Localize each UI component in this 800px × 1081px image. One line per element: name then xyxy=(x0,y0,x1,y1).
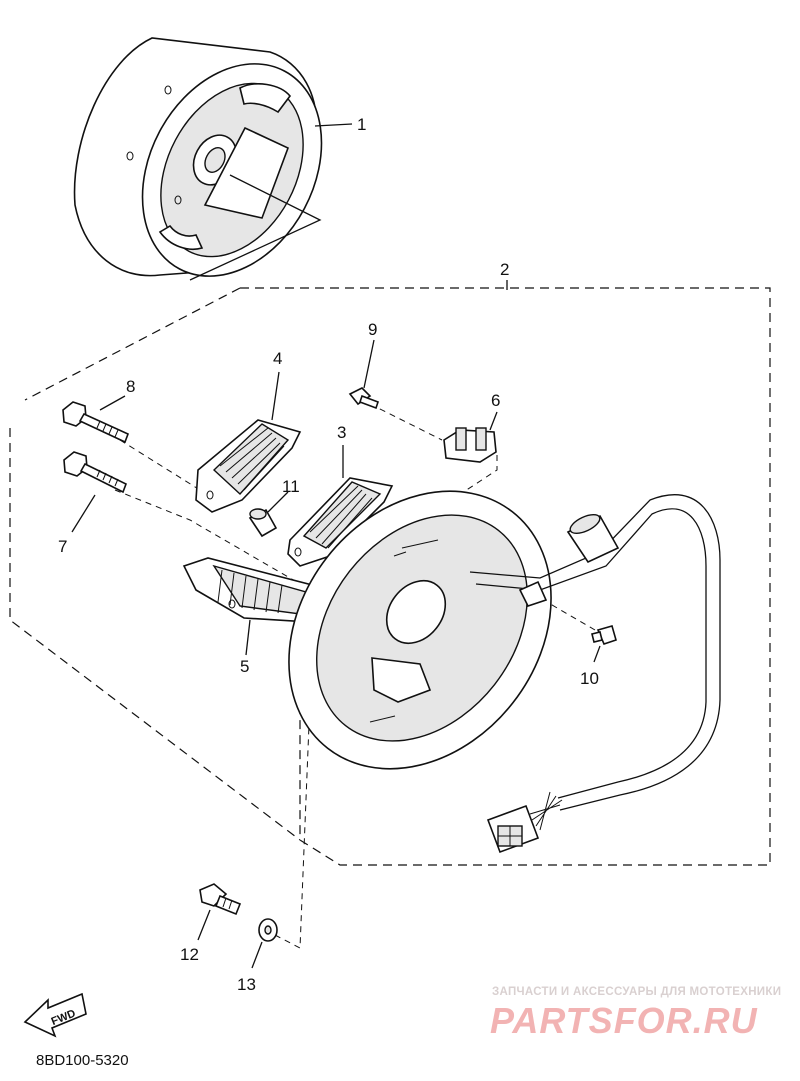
wire-harness xyxy=(469,494,721,854)
callout-4: 4 xyxy=(273,349,282,368)
washer-13 xyxy=(258,918,278,942)
screw-10 xyxy=(591,625,617,645)
callout-5: 5 xyxy=(240,657,249,676)
bolt-12 xyxy=(199,883,242,916)
fwd-arrow-icon: FWD xyxy=(23,992,87,1038)
assembly-boundary xyxy=(9,287,771,866)
bolt-7 xyxy=(63,451,128,494)
watermark-brand[interactable]: PARTSFOR.RU xyxy=(490,1000,758,1041)
bolt-8 xyxy=(62,401,130,444)
callout-6: 6 xyxy=(491,391,500,410)
document-code: 8BD100-5320 xyxy=(36,1052,129,1069)
callout-8: 8 xyxy=(126,377,135,396)
callout-13: 13 xyxy=(237,975,256,994)
coil-3 xyxy=(287,477,394,567)
callout-7: 7 xyxy=(58,537,67,556)
callout-9: 9 xyxy=(368,320,377,339)
collar-11 xyxy=(248,508,278,538)
pickup-coil-5 xyxy=(182,557,317,623)
callout-11: 11 xyxy=(282,477,300,496)
stator-plate xyxy=(288,490,552,770)
screw-9 xyxy=(348,387,380,410)
callout-2: 2 xyxy=(500,260,509,279)
callout-10: 10 xyxy=(580,669,599,688)
callout-1: 1 xyxy=(357,115,366,134)
coil-4 xyxy=(195,419,302,513)
brush-holder-6 xyxy=(443,427,497,463)
watermark-caption: ЗАПЧАСТИ И АКСЕССУАРЫ ДЛЯ МОТОТЕХНИКИ xyxy=(492,986,782,998)
rotor-flywheel xyxy=(73,37,323,281)
callout-3: 3 xyxy=(337,423,346,442)
callout-12: 12 xyxy=(180,945,199,964)
